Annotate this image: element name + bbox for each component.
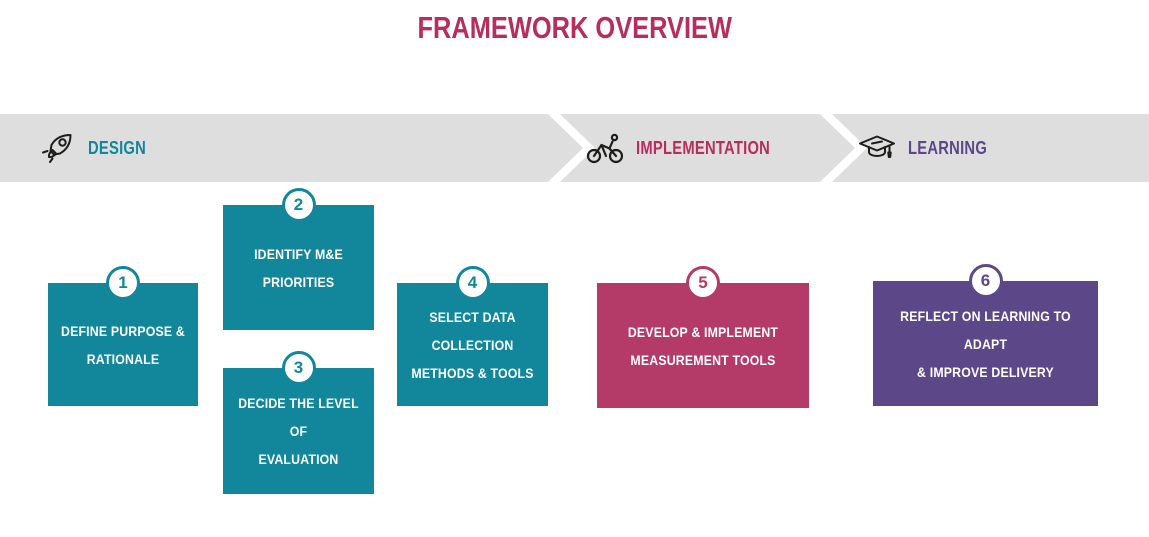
step-3-number-badge: 3 — [281, 351, 316, 385]
step-2-label: IDENTIFY M&E PRIORITIES — [254, 245, 343, 290]
phase-implementation: IMPLEMENTATION — [586, 114, 800, 182]
step-4-label: SELECT DATA COLLECTION METHODS & TOOLS — [411, 308, 534, 381]
step-1-number-badge: 1 — [106, 266, 140, 300]
phase-design: DESIGN — [38, 114, 159, 182]
step-4-number-badge: 4 — [455, 266, 490, 300]
step-2-number-badge: 2 — [281, 188, 316, 222]
phase-learning-label: LEARNING — [908, 137, 988, 158]
step-1-define-purpose: 1 DEFINE PURPOSE & RATIONALE — [48, 266, 198, 406]
step-6-number-badge: 6 — [968, 264, 1003, 298]
step-6-reflect-learning: 6 REFLECT ON LEARNING TO ADAPT & IMPROVE… — [873, 264, 1098, 406]
rocket-icon — [38, 129, 76, 167]
phase-learning: LEARNING — [858, 114, 1004, 182]
step-4-select-data: 4 SELECT DATA COLLECTION METHODS & TOOLS — [397, 266, 548, 406]
step-1-label: DEFINE PURPOSE & RATIONALE — [61, 322, 185, 367]
step-5-number-badge: 5 — [686, 266, 720, 300]
phase-segment-design — [0, 114, 583, 182]
step-2-identify-priorities: 2 IDENTIFY M&E PRIORITIES — [223, 188, 374, 330]
page-title: FRAMEWORK OVERVIEW — [0, 10, 1149, 46]
graduation-cap-icon — [858, 133, 896, 163]
phase-design-label: DESIGN — [88, 137, 147, 158]
phase-implementation-label: IMPLEMENTATION — [636, 137, 771, 158]
step-3-label: DECIDE THE LEVEL OF EVALUATION — [238, 395, 359, 467]
step-5-develop-tools: 5 DEVELOP & IMPLEMENT MEASUREMENT TOOLS — [597, 266, 809, 408]
step-3-decide-level: 3 DECIDE THE LEVEL OF EVALUATION — [223, 351, 374, 494]
bicycle-icon — [586, 132, 624, 164]
step-5-label: DEVELOP & IMPLEMENT MEASUREMENT TOOLS — [627, 323, 779, 368]
phase-bar — [0, 114, 1149, 182]
step-6-label: REFLECT ON LEARNING TO ADAPT & IMPROVE D… — [900, 307, 1071, 380]
page-title-text: FRAMEWORK OVERVIEW — [417, 10, 732, 45]
